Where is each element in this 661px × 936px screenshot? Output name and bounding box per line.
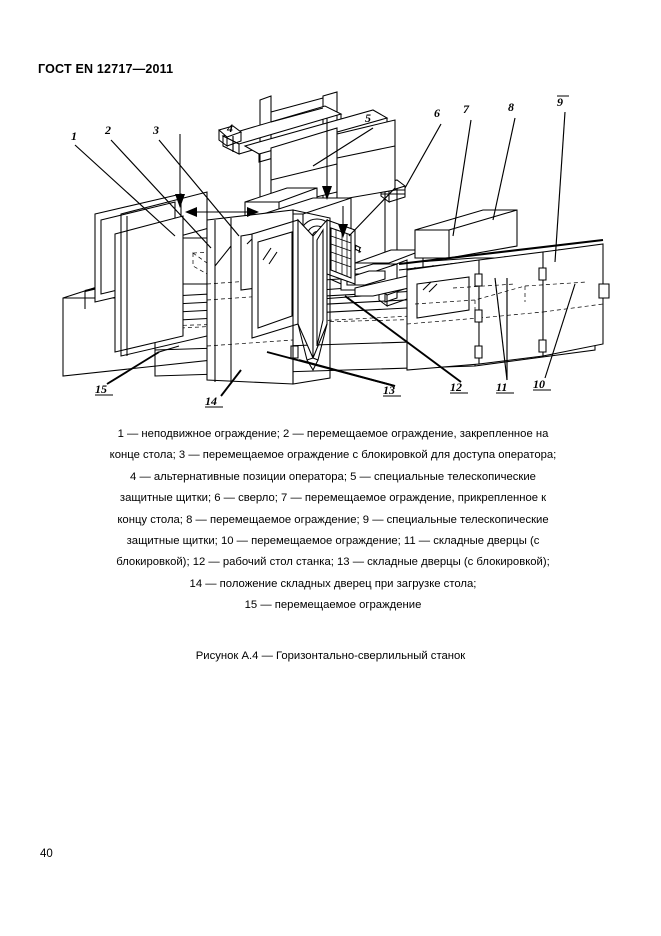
folding-doors-interlocked	[251, 218, 356, 372]
figure-illustration: 1 2 3 4 5 6 7 8 9 10 11 12 13 14 15	[55, 88, 615, 408]
callout-6: 6	[434, 106, 440, 120]
legend-line-5: концу стола; 8 — перемещаемое ограждение…	[117, 513, 549, 526]
legend-line-6: защитные щитки; 10 — перемещаемое огражд…	[126, 535, 540, 548]
figure-legend: 1 — неподвижное ограждение; 2 — перемеща…	[38, 424, 628, 617]
legend-line-3: 4 — альтернативные позиции оператора; 5 …	[130, 470, 536, 483]
callout-4: 4	[226, 121, 233, 135]
callout-14: 14	[205, 394, 217, 408]
door-loading-position	[292, 209, 331, 385]
figure-caption: Рисунок А.4 — Горизонтально-сверлильный …	[195, 650, 466, 662]
callout-9: 9	[557, 95, 563, 109]
machine-drawing: 1 2 3 4 5 6 7 8 9 10 11 12 13 14 15	[62, 91, 610, 408]
legend-line-7: блокировкой); 12 — рабочий стол станка; …	[116, 556, 550, 569]
callout-1: 1	[71, 129, 77, 143]
callout-leaders	[74, 111, 576, 397]
callout-2: 2	[104, 123, 111, 137]
legend-line-2: конце стола; 3 — перемещаемое ограждение…	[109, 449, 557, 462]
callout-15: 15	[95, 382, 107, 396]
operator-position-arrows	[175, 118, 348, 238]
callout-8: 8	[508, 100, 514, 114]
legend-line-4: защитные щитки; 6 — сверло; 7 — перемеща…	[119, 492, 547, 505]
callout-3: 3	[152, 123, 159, 137]
callout-7: 7	[463, 102, 470, 116]
page-number: 40	[40, 848, 53, 860]
legend-line-1: 1 — неподвижное ограждение; 2 — перемеща…	[117, 428, 549, 440]
rear-guards-78	[414, 209, 518, 259]
callout-13: 13	[383, 383, 395, 397]
callout-12: 12	[450, 380, 462, 394]
table-extension-hidden	[414, 281, 588, 316]
callout-numbers: 1 2 3 4 5 6 7 8 9 10 11 12 13 14 15	[71, 95, 569, 408]
legend-line-9: 15 — перемещаемое ограждение	[244, 599, 422, 612]
callout-11: 11	[496, 380, 507, 394]
legend-line-8: 14 — положение складных дверец при загру…	[189, 577, 477, 590]
callout-5: 5	[365, 111, 371, 125]
standard-header: ГОСТ EN 12717—2011	[38, 62, 174, 76]
callout-10: 10	[533, 377, 545, 391]
